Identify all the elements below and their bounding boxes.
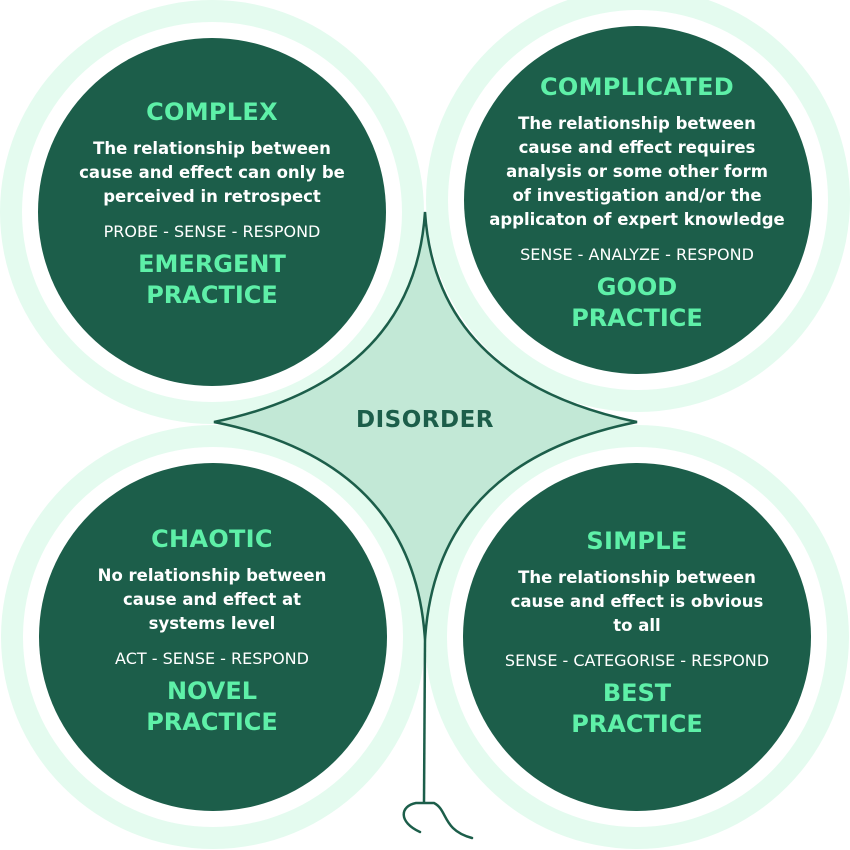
domain-simple: SIMPLE The relationship between cause an… <box>467 526 807 740</box>
practice-line: PRACTICE <box>571 710 703 738</box>
description-line: analysis or some other form <box>506 162 768 181</box>
domain-title: COMPLICATED <box>539 73 735 101</box>
practice-line: PRACTICE <box>146 708 278 736</box>
disorder-stem <box>422 639 427 803</box>
domain-title: SIMPLE <box>586 527 688 555</box>
description-line: to all <box>613 616 661 635</box>
domain-practice: NOVEL PRACTICE <box>42 676 382 738</box>
domain-steps: SENSE - ANALYZE - RESPOND <box>520 245 754 264</box>
description-line: cause and effect requires <box>518 138 756 157</box>
domain-steps: SENSE - CATEGORISE - RESPOND <box>504 651 770 670</box>
domain-practice: GOOD PRACTICE <box>467 272 807 334</box>
description-line: systems level <box>148 614 276 633</box>
domain-practice: BEST PRACTICE <box>467 678 807 740</box>
description-line: applicaton of expert knowledge <box>489 210 785 229</box>
domain-title: COMPLEX <box>146 98 278 126</box>
domain-chaotic: CHAOTIC No relationship between cause an… <box>42 524 382 738</box>
description-line: cause and effect at <box>122 590 302 609</box>
description-line: perceived in retrospect <box>103 187 321 206</box>
domain-complicated: COMPLICATED The relationship between cau… <box>467 72 807 334</box>
disorder-label: DISORDER <box>356 407 494 433</box>
domain-title: CHAOTIC <box>151 525 273 553</box>
practice-line: BEST <box>602 679 672 707</box>
domain-description: The relationship between cause and effec… <box>467 566 807 638</box>
description-line: No relationship between <box>97 566 327 585</box>
domain-description: The relationship between cause and effec… <box>467 112 807 232</box>
domain-description: No relationship between cause and effect… <box>42 564 382 636</box>
chaotic-circle <box>39 463 387 811</box>
disorder-roots <box>402 801 474 840</box>
description-line: The relationship between <box>518 114 756 133</box>
description-line: of investigation and/or the <box>512 186 762 205</box>
description-line: cause and effect can only be <box>79 163 345 182</box>
practice-line: PRACTICE <box>146 281 278 309</box>
complicated-circle <box>464 26 812 374</box>
domain-description: The relationship between cause and effec… <box>42 137 382 209</box>
description-line: cause and effect is obvious <box>510 592 764 611</box>
practice-line: NOVEL <box>166 677 258 705</box>
practice-line: GOOD <box>596 273 678 301</box>
complex-circle <box>38 38 386 386</box>
domain-steps: PROBE - SENSE - RESPOND <box>103 222 321 241</box>
simple-circle <box>463 463 811 811</box>
description-line: The relationship between <box>518 568 756 587</box>
practice-line: PRACTICE <box>571 304 703 332</box>
domain-complex: COMPLEX The relationship between cause a… <box>42 97 382 311</box>
practice-line: EMERGENT <box>138 250 286 278</box>
description-line: The relationship between <box>93 139 331 158</box>
domain-steps: ACT - SENSE - RESPOND <box>115 649 309 668</box>
domain-practice: EMERGENT PRACTICE <box>42 249 382 311</box>
